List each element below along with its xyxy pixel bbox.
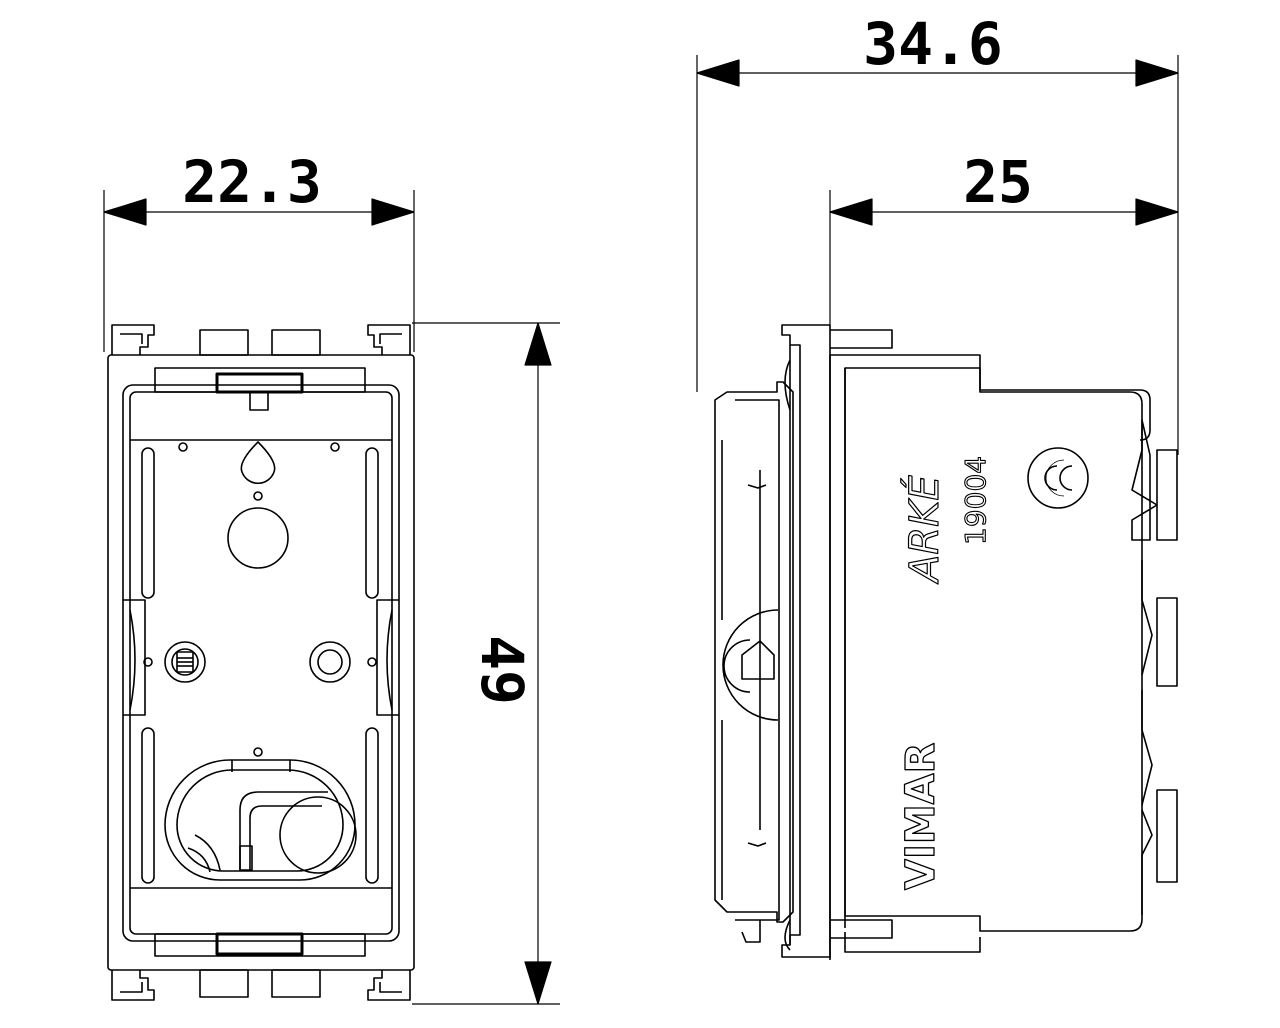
cable-opening xyxy=(164,759,357,881)
dim-height xyxy=(412,322,560,1005)
side-rocker xyxy=(714,359,794,951)
front-view xyxy=(107,324,415,1001)
dim-side-body-label: 25 xyxy=(963,148,1033,216)
terminal-screw-left xyxy=(164,641,206,683)
keyhole xyxy=(240,441,276,484)
dim-side-body xyxy=(829,190,1179,325)
front-bottom-clips xyxy=(111,969,411,1001)
dim-side-total-label: 34.6 xyxy=(863,10,1003,78)
brand-label: VIMAR xyxy=(898,743,944,890)
dim-height-label: 49 xyxy=(468,635,536,705)
front-side-slots xyxy=(141,447,379,884)
front-inner-body xyxy=(122,384,400,942)
front-outer-frame xyxy=(107,354,415,971)
dim-side-total xyxy=(696,55,1179,455)
dim-front-width-label: 22.3 xyxy=(182,148,322,216)
series-label: ARKÉ xyxy=(900,475,948,585)
side-rear-contacts xyxy=(1131,419,1178,915)
side-body xyxy=(844,367,1143,932)
terminal-screw-right xyxy=(309,641,351,683)
front-round-hole xyxy=(227,507,289,569)
front-top-clips xyxy=(111,324,411,356)
product-code-label: 19004 xyxy=(959,456,992,545)
dim-front-width xyxy=(103,190,415,352)
side-view: ARKÉ 19004 VIMAR xyxy=(714,324,1178,960)
approval-mark-icon xyxy=(1027,447,1089,509)
